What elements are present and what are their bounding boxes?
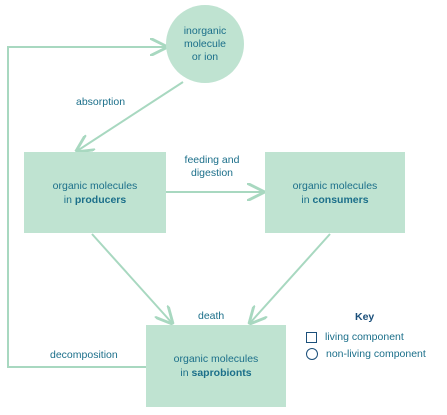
producers-line-2: in producers: [64, 193, 126, 207]
consumers-emphasis: consumers: [312, 193, 369, 206]
key-nonliving-label: non-living component: [326, 348, 426, 360]
key-living-label: living component: [325, 331, 404, 343]
absorption-label: absorption: [76, 96, 126, 108]
saprobionts-in: in: [180, 367, 189, 379]
key-nonliving-row: non-living component: [306, 348, 426, 360]
absorption-arrow: [77, 81, 184, 151]
feeding-label: feeding and digestion: [180, 154, 244, 180]
decomposition-label: decomposition: [50, 349, 118, 361]
saprobionts-line-2: in saprobionts: [180, 366, 251, 380]
decomposition-arrow: [7, 47, 166, 368]
producers-node: organic molecules in producers: [24, 152, 166, 233]
square-icon: [306, 331, 317, 343]
producers-prefix: organic molecules: [52, 179, 138, 192]
key-living-row: living component: [306, 331, 404, 343]
inorganic-line-3: or ion: [191, 50, 219, 63]
inorganic-line-1: inorganic: [183, 24, 227, 37]
inorganic-line-2: molecule: [183, 37, 227, 50]
key-title: Key: [355, 311, 375, 323]
producers-emphasis: producers: [74, 193, 127, 206]
consumers-node: organic molecules in consumers: [265, 152, 405, 233]
feeding-label-line-2: digestion: [190, 167, 234, 179]
consumers-line-2: in consumers: [301, 193, 368, 207]
feeding-label-line-1: feeding and: [184, 154, 240, 166]
consumers-prefix: organic molecules: [292, 179, 378, 192]
consumers-in: in: [301, 193, 310, 206]
circle-icon: [306, 348, 318, 360]
saprobionts-prefix: organic molecules: [173, 353, 259, 365]
producers-in: in: [63, 193, 72, 206]
saprobionts-node: organic molecules in saprobionts: [146, 325, 286, 407]
death-label: death: [198, 310, 225, 322]
consumer-death-arrow: [250, 233, 331, 323]
producer-death-arrow: [91, 233, 172, 323]
saprobionts-emphasis: saprobionts: [191, 367, 252, 379]
inorganic-node: inorganic molecule or ion: [166, 5, 244, 83]
